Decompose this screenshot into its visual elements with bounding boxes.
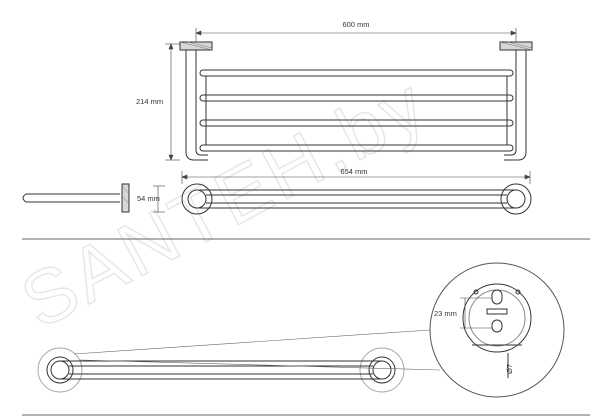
side-view — [22, 183, 130, 213]
dim-top-width-label: 600 mm — [342, 20, 369, 29]
dim-overall-width-label: 654 mm — [340, 167, 367, 176]
dim-height-label: 214 mm — [136, 97, 163, 106]
shelf-bars — [199, 69, 514, 152]
dim-detail — [460, 297, 492, 329]
dim-detail-label: 23 mm — [434, 309, 457, 318]
dim-depth — [153, 185, 165, 213]
left-frame — [185, 50, 208, 161]
front-view — [179, 41, 533, 161]
top-view — [181, 183, 532, 215]
dim-overall-width — [181, 171, 531, 184]
dim-top-width — [195, 28, 517, 42]
dim-height — [165, 43, 180, 161]
callout-lines — [73, 329, 441, 371]
detail-view — [429, 262, 565, 398]
dim-small-label: Ø7 — [505, 364, 514, 374]
dim-depth-label: 54 mm — [137, 194, 160, 203]
right-frame — [504, 50, 527, 161]
bottom-view — [37, 347, 405, 393]
